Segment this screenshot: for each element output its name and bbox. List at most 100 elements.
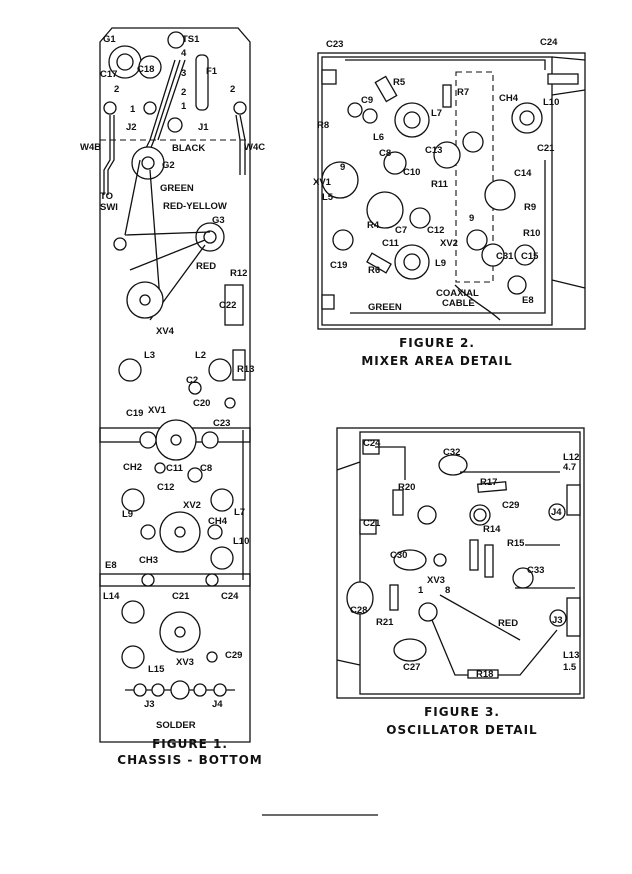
figure3-component-label: R18 [476, 669, 493, 680]
figure1-component-label: XV3 [176, 657, 194, 668]
figure3-component-label: R21 [376, 617, 394, 628]
figure2-component-label: R11 [431, 179, 449, 190]
figure1-component-label: 1 [181, 101, 187, 112]
figure1-component-label: C19 [126, 408, 143, 419]
figure3-component-label: C32 [443, 447, 460, 458]
figure1-component-label: RED [196, 261, 216, 272]
figure2-component-label: C31 [496, 251, 514, 262]
figure2-component-label: COAXIAL [436, 288, 479, 299]
figure1-component-label: GREEN [160, 183, 194, 194]
figure2-component-label: GREEN [368, 302, 402, 313]
figure2-component-label: XV1 [313, 177, 332, 188]
figure1-component-label: 3 [181, 68, 186, 79]
figure1-component-label: L9 [122, 509, 133, 520]
figure3-component-label: 4.7 [563, 462, 576, 473]
figure2-component-label: R8 [317, 120, 329, 131]
figure1-component-label: C8 [200, 463, 212, 474]
figure2-component-label: L10 [543, 97, 559, 108]
figure2-drawing [317, 52, 586, 330]
figure1-component-label: XV2 [183, 500, 201, 511]
figure2-component-label: 9 [469, 213, 474, 224]
figure3-component-label: C30 [390, 550, 407, 561]
figure1-component-label: C22 [219, 300, 236, 311]
figure1-component-label: L2 [195, 350, 206, 361]
figure2-component-label: C15 [521, 251, 539, 262]
figure2-component-label: C7 [395, 225, 407, 236]
figure1-component-label: G2 [162, 160, 175, 171]
figure1-caption-line1: FIGURE 1. [152, 737, 228, 751]
figure1-component-label: XV4 [156, 326, 175, 337]
figure1-caption-line2: CHASSIS - BOTTOM [117, 753, 262, 767]
figure1-component-label: 2 [114, 84, 119, 95]
figure3-component-label: XV3 [427, 575, 445, 586]
figure2-component-label: C12 [427, 225, 444, 236]
figure1-component-label: C20 [193, 398, 210, 409]
figure2-component-label: C10 [403, 167, 420, 178]
figure1-component-label: CH2 [123, 462, 142, 473]
figure2-component-label: C14 [514, 168, 532, 179]
figure1-drawing [99, 27, 251, 743]
figure1-component-label: 4 [181, 48, 187, 59]
figure2-component-label: CH4 [499, 93, 519, 104]
figure3-component-label: C29 [502, 500, 519, 511]
figure3-component-label: 8 [445, 585, 450, 596]
figure2-component-label: R7 [457, 87, 469, 98]
figure3-component-label: L13 [563, 650, 579, 661]
figure3-component-label: R17 [480, 477, 497, 488]
figure2-component-label: C19 [330, 260, 347, 271]
figure3-component-label: J3 [552, 615, 563, 626]
figure2-component-label: R5 [393, 77, 406, 88]
figure1-component-label: W4C [244, 142, 265, 153]
figure3-caption-line2: OSCILLATOR DETAIL [386, 723, 537, 737]
figure1-component-label: SOLDER [156, 720, 196, 731]
figure1-component-label: C11 [166, 463, 184, 474]
figure2-caption-line1: FIGURE 2. [399, 336, 475, 350]
figure2-component-label: C9 [361, 95, 373, 106]
figure1-component-label: L14 [103, 591, 120, 602]
figure1-component-label: J2 [126, 122, 137, 133]
figure1-component-label: W4B [80, 142, 101, 153]
figure3-component-label: C27 [403, 662, 420, 673]
figure2-component-label: C21 [537, 143, 555, 154]
figure1-component-label: L10 [233, 536, 249, 547]
figure1-component-label: R12 [230, 268, 247, 279]
figure2-component-label: E8 [522, 295, 534, 306]
figure1-component-label: R13 [237, 364, 254, 375]
figure1-component-label: SWI [100, 202, 118, 213]
figure3-component-label: C24 [363, 438, 381, 449]
figure3-caption-line1: FIGURE 3. [424, 705, 500, 719]
figure1-component-label: 2 [181, 87, 186, 98]
figure1-component-label: RED-YELLOW [163, 201, 227, 212]
figure1-component-label: BLACK [172, 143, 205, 154]
figure1-component-label: CH4 [208, 516, 228, 527]
figure1-component-label: XV1 [148, 405, 167, 416]
figure1-component-label: 2 [230, 84, 235, 95]
figure3-drawing [336, 427, 585, 699]
figure3-component-label: 1 [418, 585, 424, 596]
figure3-component-label: R14 [483, 524, 501, 535]
figure2-component-label: C11 [382, 238, 400, 249]
figure2-component-label: L7 [431, 108, 442, 119]
figure2-component-label: C23 [326, 39, 343, 50]
figure3-component-label: C33 [527, 565, 544, 576]
figure2-component-label: 9 [340, 162, 345, 173]
figure1-component-label: C21 [172, 591, 190, 602]
figure1-component-label: G1 [103, 34, 116, 45]
figure2-component-label: C8 [379, 148, 391, 159]
figure2-component-label: CABLE [442, 298, 475, 309]
figure2-component-label: XV2 [440, 238, 458, 249]
figure1-component-label: C29 [225, 650, 242, 661]
figure1-component-label: TO [100, 191, 113, 202]
figure2-component-label: L9 [435, 258, 446, 269]
figure1-component-label: 1 [130, 104, 136, 115]
figure3-component-label: L12 [563, 452, 579, 463]
figure2-component-label: C24 [540, 37, 558, 48]
figure2-component-label: R10 [523, 228, 540, 239]
figure3-component-label: R15 [507, 538, 525, 549]
figure1-component-label: F1 [206, 66, 218, 77]
figure1-component-label: J4 [212, 699, 223, 710]
figure1-component-label: C12 [157, 482, 174, 493]
figure3-component-label: RED [498, 618, 518, 629]
